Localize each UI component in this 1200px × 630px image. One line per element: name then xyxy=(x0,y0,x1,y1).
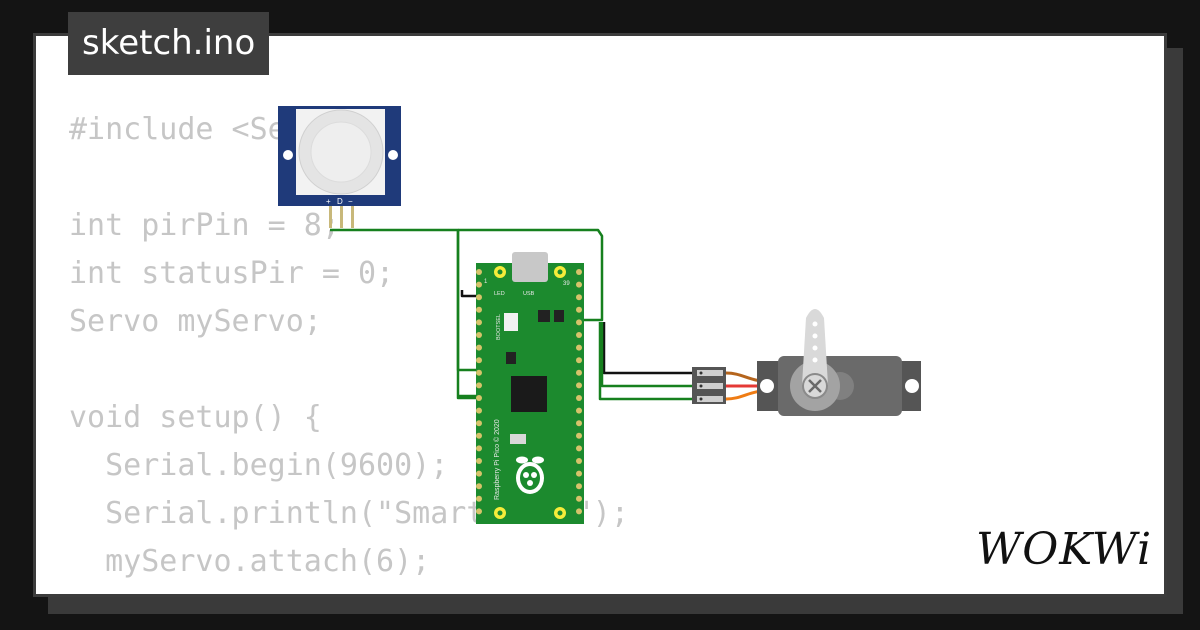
pico-pin-pad[interactable] xyxy=(576,483,582,490)
pico-pin-pad[interactable] xyxy=(476,306,482,313)
wire-pir-vcc xyxy=(330,228,486,372)
servo-connector[interactable] xyxy=(692,367,776,404)
pico-pin-pad[interactable] xyxy=(476,319,482,326)
wokwi-logo: WOKWi xyxy=(976,524,1153,575)
pico-pin-pad[interactable] xyxy=(576,445,582,452)
pico-pin-pad[interactable] xyxy=(476,281,482,288)
pico-pin-pad[interactable] xyxy=(476,495,482,502)
raspberry-pi-pico[interactable]: 1 39 LED USB BOOTSEL Raspberry Pi Pico ©… xyxy=(476,252,584,524)
pico-pin-pad[interactable] xyxy=(576,344,582,351)
servo-motor[interactable] xyxy=(757,309,921,416)
pico-pin-pad[interactable] xyxy=(576,432,582,439)
pico-pin-pad[interactable] xyxy=(576,495,582,502)
pico-pin-pad[interactable] xyxy=(576,395,582,401)
pico-pin-pad[interactable] xyxy=(576,319,582,326)
pico-pin-39-label: 39 xyxy=(563,281,570,287)
pico-usb-label: USB xyxy=(523,291,535,297)
pico-bootsel-label: BOOTSEL xyxy=(496,314,502,340)
pir-pin-data: D xyxy=(337,197,343,206)
wire-pir-data xyxy=(458,228,604,322)
pico-pin-pad[interactable] xyxy=(476,369,482,376)
pico-brand-label: Raspberry Pi Pico © 2020 xyxy=(493,419,501,500)
code-line-7: void setup() { xyxy=(69,400,322,435)
pico-pin-pad[interactable] xyxy=(576,508,582,515)
pico-pin-pad[interactable] xyxy=(576,470,582,477)
pico-pin-pad[interactable] xyxy=(576,369,582,376)
pico-pin-pad[interactable] xyxy=(576,281,582,288)
pico-led-label: LED xyxy=(494,291,505,297)
pico-pin-pad[interactable] xyxy=(576,382,582,389)
pico-pin-pad[interactable] xyxy=(476,395,482,401)
pir-sensor[interactable]: + D − xyxy=(278,106,401,228)
pico-pin-pad[interactable] xyxy=(476,382,482,389)
code-line-3: int pirPin = 8; xyxy=(69,208,340,243)
pico-pin-pad[interactable] xyxy=(476,458,482,464)
pico-pin-pad[interactable] xyxy=(476,344,482,351)
pico-pin-pad[interactable] xyxy=(476,357,482,364)
pico-pin-1-label: 1 xyxy=(484,279,488,285)
pico-pin-pad[interactable] xyxy=(576,332,582,338)
pico-pin-pad[interactable] xyxy=(476,269,482,275)
pir-pin-plus: + xyxy=(326,197,331,206)
pico-pin-pad[interactable] xyxy=(476,470,482,477)
code-line-8: Serial.begin(9600); xyxy=(69,448,449,483)
pico-pin-pad[interactable] xyxy=(476,420,482,427)
wire-servo-vcc xyxy=(600,322,696,388)
pico-pin-pad[interactable] xyxy=(476,407,482,414)
pico-pin-headers xyxy=(476,269,582,515)
pico-pin-pad[interactable] xyxy=(576,458,582,464)
pico-pin-pad[interactable] xyxy=(576,269,582,275)
pico-pin-pad[interactable] xyxy=(476,483,482,490)
code-line-10: myServo.attach(6); xyxy=(69,544,431,579)
pico-pin-pad[interactable] xyxy=(576,306,582,313)
pico-pin-pad[interactable] xyxy=(476,508,482,515)
pico-pin-pad[interactable] xyxy=(576,357,582,364)
pico-pin-pad[interactable] xyxy=(576,294,582,301)
pico-pin-pad[interactable] xyxy=(576,407,582,414)
raspberry-logo-icon xyxy=(516,456,544,494)
code-line-4: int statusPir = 0; xyxy=(69,256,395,291)
wire-servo-signal xyxy=(598,322,696,401)
pico-pin-pad[interactable] xyxy=(576,420,582,427)
file-tab[interactable]: sketch.ino xyxy=(68,12,270,75)
pico-pin-pad[interactable] xyxy=(476,294,482,301)
pir-pin-minus: − xyxy=(348,197,353,206)
pico-pin-pad[interactable] xyxy=(476,445,482,452)
code-line-11: pinMode(pirPin, INPUT); xyxy=(69,586,629,594)
pico-pin-pad[interactable] xyxy=(476,432,482,439)
wire-servo-gnd xyxy=(602,322,696,375)
code-line-5: Servo myServo; xyxy=(69,304,322,339)
pico-pin-pad[interactable] xyxy=(476,332,482,338)
